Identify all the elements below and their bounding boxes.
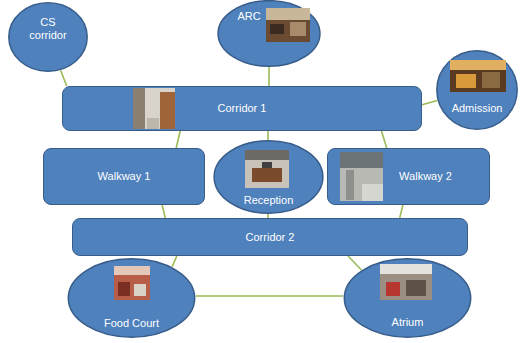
node-label: Admission [452, 102, 503, 115]
node-label: Walkway 2 [399, 170, 452, 183]
corridor-box: Corridor 2 [72, 218, 468, 256]
location-ellipse: Reception [213, 140, 324, 214]
connector-line [268, 67, 270, 86]
ellipse-outline [436, 50, 518, 130]
connector-line [196, 295, 343, 297]
corridor-photo [133, 88, 175, 129]
connector-line [162, 205, 165, 218]
location-ellipse: Food Court [67, 258, 196, 338]
node-label: CS corridor [23, 16, 73, 41]
food-court-photo [114, 266, 150, 300]
walkway-photo [340, 152, 383, 201]
node-label: Food Court [104, 317, 159, 330]
corridor-box: Corridor 1 [62, 86, 422, 131]
location-ellipse: CS corridor [8, 2, 88, 72]
connector-line [422, 101, 438, 105]
connector-line [176, 131, 180, 148]
node-label: Reception [244, 194, 294, 207]
connector-line [348, 256, 361, 270]
connector-line [172, 256, 177, 267]
corridor-box: Walkway 2 [327, 148, 490, 205]
admission-photo [450, 60, 506, 92]
ellipse-outline [217, 0, 321, 67]
node-label: Corridor 2 [246, 231, 295, 244]
location-ellipse: Admission [436, 50, 518, 130]
node-label: Atrium [392, 316, 424, 329]
node-label: ARC [237, 10, 260, 23]
location-ellipse: ARC [217, 0, 321, 67]
node-label: Walkway 1 [98, 170, 151, 183]
connector-line [61, 70, 67, 86]
atrium-photo [380, 264, 432, 300]
connector-line [267, 131, 269, 140]
reception-photo [245, 150, 289, 188]
connector-line [400, 205, 403, 218]
corridor-box: Walkway 1 [43, 148, 205, 205]
node-label: Corridor 1 [218, 102, 267, 115]
arc-photo [266, 8, 310, 42]
location-ellipse: Atrium [343, 258, 472, 338]
connector-line [382, 131, 387, 148]
